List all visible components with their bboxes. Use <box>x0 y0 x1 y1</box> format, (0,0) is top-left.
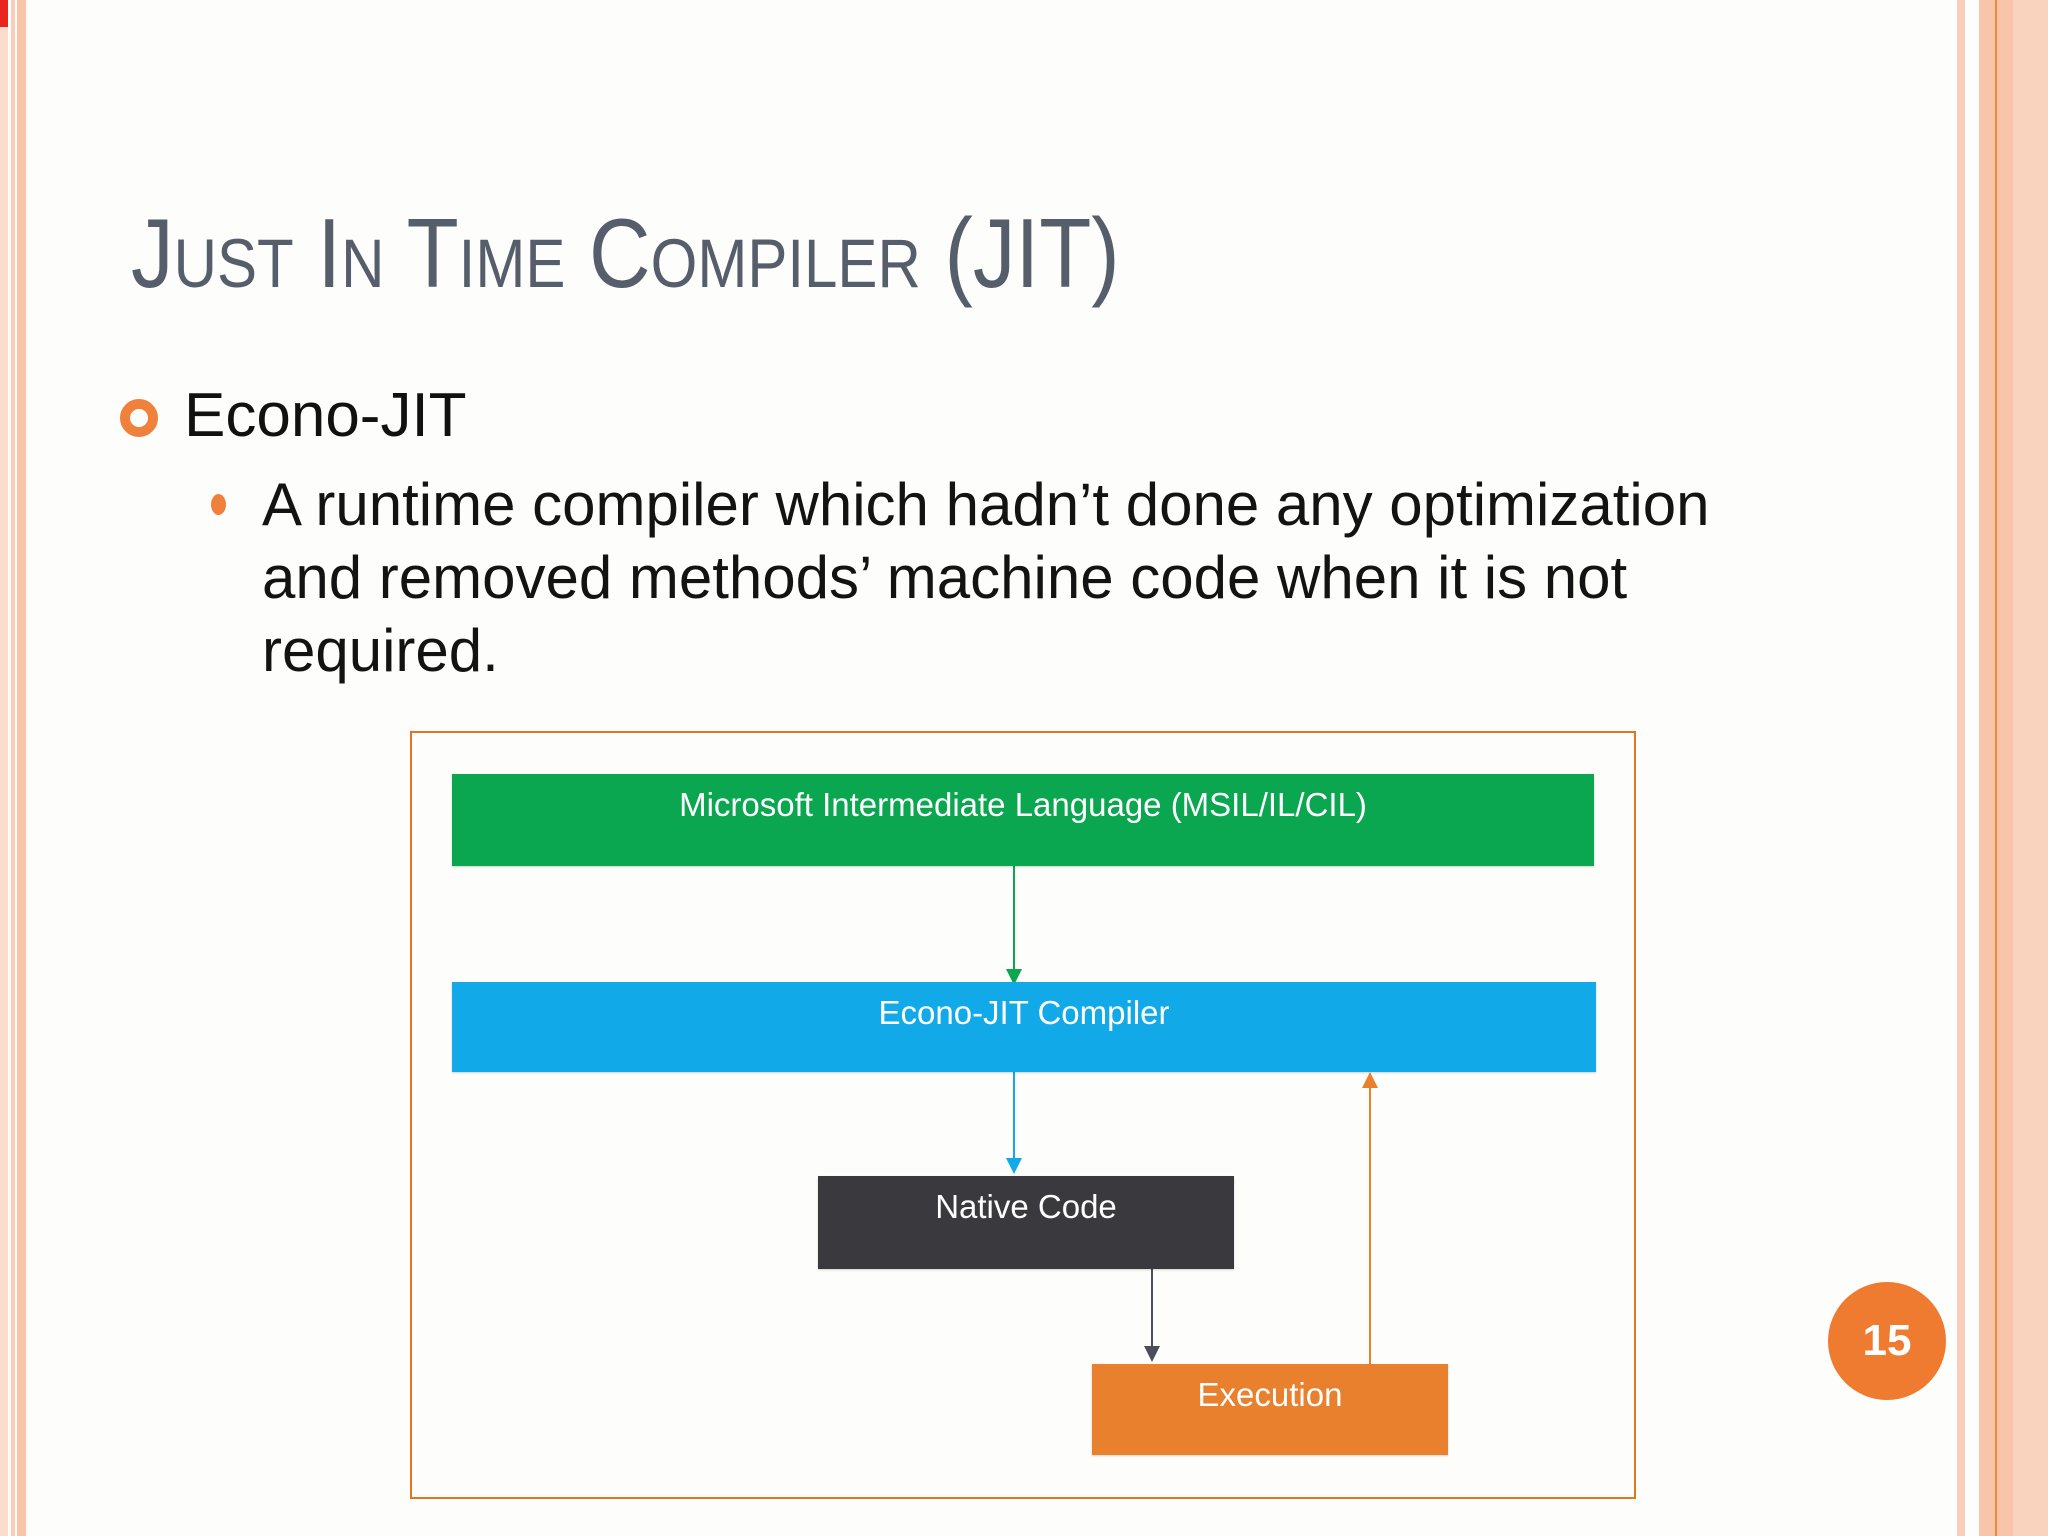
diagram-container: Microsoft Intermediate Language (MSIL/IL… <box>410 731 1636 1499</box>
arrow-native-to-execution <box>1144 1269 1160 1362</box>
left-stripe-middle <box>11 0 15 1536</box>
sub-bullet-dot-icon <box>211 494 226 515</box>
arrow-msil-to-econojit <box>1006 866 1022 985</box>
node-msil-label: Microsoft Intermediate Language (MSIL/IL… <box>679 786 1367 823</box>
bullet-econo-jit-label: Econo-JIT <box>184 381 467 450</box>
node-execution: Execution <box>1092 1364 1448 1455</box>
node-econojit-compiler-label: Econo-JIT Compiler <box>878 994 1170 1031</box>
right-stripe-inner <box>1957 0 1965 1536</box>
sub-bullet-text: A runtime compiler which hadn’t done any… <box>262 471 1710 684</box>
bullet-ring-icon <box>120 399 158 437</box>
left-stripe-outer <box>0 0 8 1536</box>
right-stripe-accent-line <box>1995 0 1997 1536</box>
arrow-execution-to-econojit <box>1362 1072 1378 1364</box>
node-msil: Microsoft Intermediate Language (MSIL/IL… <box>452 774 1594 866</box>
right-stripe-middle <box>1979 0 1995 1536</box>
page-number-label: 15 <box>1862 1316 1912 1365</box>
node-execution-label: Execution <box>1197 1376 1343 1413</box>
right-stripe-middle-2 <box>1997 0 2013 1536</box>
node-native-code-label: Native Code <box>935 1188 1117 1225</box>
node-econojit-compiler: Econo-JIT Compiler <box>452 982 1596 1072</box>
arrow-econojit-to-native <box>1006 1072 1022 1174</box>
page-number-badge: 15 <box>1828 1282 1946 1400</box>
page-title: Just In Time Compiler (JIT) <box>131 198 1120 308</box>
right-stripe-outer <box>2013 0 2048 1536</box>
left-stripe-inner <box>17 0 26 1536</box>
corner-red-mark <box>0 0 8 27</box>
node-native-code: Native Code <box>818 1176 1234 1269</box>
